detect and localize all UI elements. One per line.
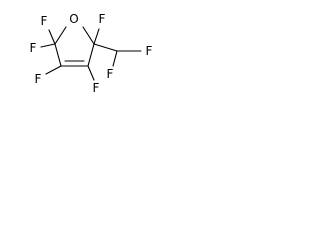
bond-o1-c2 (82, 26, 95, 45)
fluorine-atom-label: F (99, 12, 106, 26)
fluorine-atom-label: F (41, 14, 48, 28)
bond-c2-f (93, 28, 100, 45)
bond-c2-chf2 (93, 43, 118, 52)
fluorine-atom-label: F (146, 44, 153, 58)
structure-diagram: O F F F F F F F (0, 0, 159, 102)
bond-c2-c3 (87, 43, 95, 67)
bond-c3-f (87, 65, 95, 81)
fluorine-atom-label: F (30, 41, 37, 55)
bond-c4-c5 (54, 43, 62, 67)
oxygen-atom-label: O (69, 12, 78, 26)
fluorine-atom-label: F (35, 72, 42, 86)
fluorine-atom-label: F (93, 81, 100, 95)
bond-chf2-f-bottom (112, 50, 118, 67)
molecule-drawing: O F F F F F F F (30, 12, 153, 95)
bond-c4-f (45, 65, 62, 75)
bond-c5-f-left (40, 43, 56, 48)
fluorine-atom-label: F (107, 67, 114, 81)
bond-c5-o1 (54, 26, 67, 45)
bond-c5-f-top (48, 29, 56, 45)
